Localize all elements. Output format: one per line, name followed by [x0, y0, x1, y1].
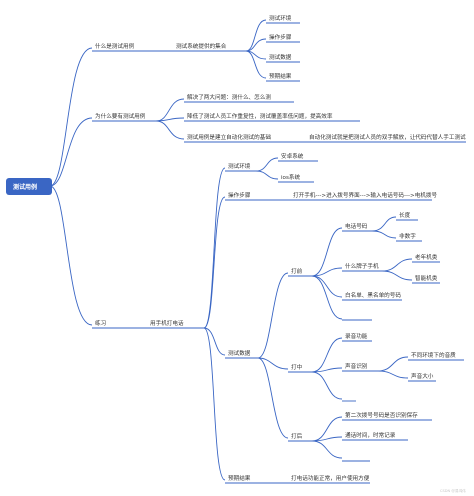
node-practice[interactable]: 练习	[95, 319, 106, 327]
node-phone-call[interactable]: 用手机打电话	[150, 319, 184, 327]
node-after-call[interactable]: 打后	[291, 432, 303, 440]
node-during-call[interactable]: 打中	[291, 363, 303, 371]
node-what-is-test-case[interactable]: 什么是测试用例	[95, 42, 135, 50]
branch-practice: 练习 用手机打电话 测试环境 安卓系统 ios系统 操作步骤 打开手机--->进…	[95, 152, 456, 482]
root-node-box	[6, 178, 52, 195]
node-test-data[interactable]: 测试数据	[269, 53, 292, 61]
branch-why-test-case: 为什么要有测试用例 解决了两大问题：测什么、怎么测 降低了测试人员工作重复性，测…	[95, 93, 466, 141]
node-senior-phone[interactable]: 老年机类	[415, 253, 438, 261]
node-volume[interactable]: 声音大小	[411, 372, 434, 380]
node-phone-brand[interactable]: 什么牌子手机	[345, 262, 379, 270]
node-call-duration[interactable]: 通话时间，时常记录	[345, 431, 396, 439]
node-steps-detail[interactable]: 打开手机--->进入拨号界面--->输入电话号码--->电机拨号	[293, 191, 438, 199]
node-automation-basis[interactable]: 测试用例是建立自动化测试的基础	[187, 133, 271, 141]
root-node[interactable]: 测试用例	[6, 178, 52, 195]
node-automation-note[interactable]: 自动化测试就是把测试人员的双手解放，让代码代替人手工测试	[309, 133, 466, 141]
node-practice-env[interactable]: 测试环境	[228, 162, 251, 170]
node-reduce-repetition[interactable]: 降低了测试人员工作重复性，测试覆盖率低问题，提高效率	[187, 112, 333, 120]
node-solves-two-problems[interactable]: 解决了两大问题：测什么、怎么测	[187, 93, 271, 101]
node-redial-saved[interactable]: 第二次拨号号码是否识别保存	[345, 411, 418, 419]
connector-lines	[49, 19, 466, 484]
node-sound-quality[interactable]: 不同环境下的音质	[411, 351, 456, 359]
node-expected-result[interactable]: 预期结果	[269, 72, 292, 80]
node-smart-phone[interactable]: 智能机类	[415, 274, 438, 282]
node-test-environment[interactable]: 测试环境	[269, 14, 292, 22]
node-practice-expected[interactable]: 预期结果	[228, 474, 251, 482]
node-expected-detail[interactable]: 打电话功能正常，用户使用方便	[291, 474, 370, 482]
node-practice-data[interactable]: 测试数据	[228, 349, 251, 357]
node-phone-number[interactable]: 电话号码	[345, 222, 368, 230]
node-length[interactable]: 长度	[399, 211, 411, 219]
node-ios[interactable]: ios系统	[281, 173, 300, 181]
node-voice-recognition[interactable]: 声音识别	[345, 362, 368, 370]
branch-what-is-test-case: 什么是测试用例 测试系统提供的集合 测试环境 操作步骤 测试数据 预期结果	[95, 14, 292, 80]
node-system-provided-set[interactable]: 测试系统提供的集合	[176, 42, 227, 50]
watermark: CSDN @易鸿伟	[440, 488, 466, 493]
node-blacklist[interactable]: 白名单、黑名单的号码	[345, 291, 401, 299]
node-why-test-case[interactable]: 为什么要有测试用例	[95, 112, 146, 120]
root-node-label: 测试用例	[13, 183, 37, 191]
node-operation-steps[interactable]: 操作步骤	[269, 33, 292, 41]
node-non-digit[interactable]: 非数字	[399, 232, 416, 240]
node-practice-steps[interactable]: 操作步骤	[228, 191, 251, 199]
node-before-call[interactable]: 打前	[291, 267, 303, 275]
node-android[interactable]: 安卓系统	[281, 152, 304, 160]
node-recording[interactable]: 录音功能	[345, 332, 368, 340]
